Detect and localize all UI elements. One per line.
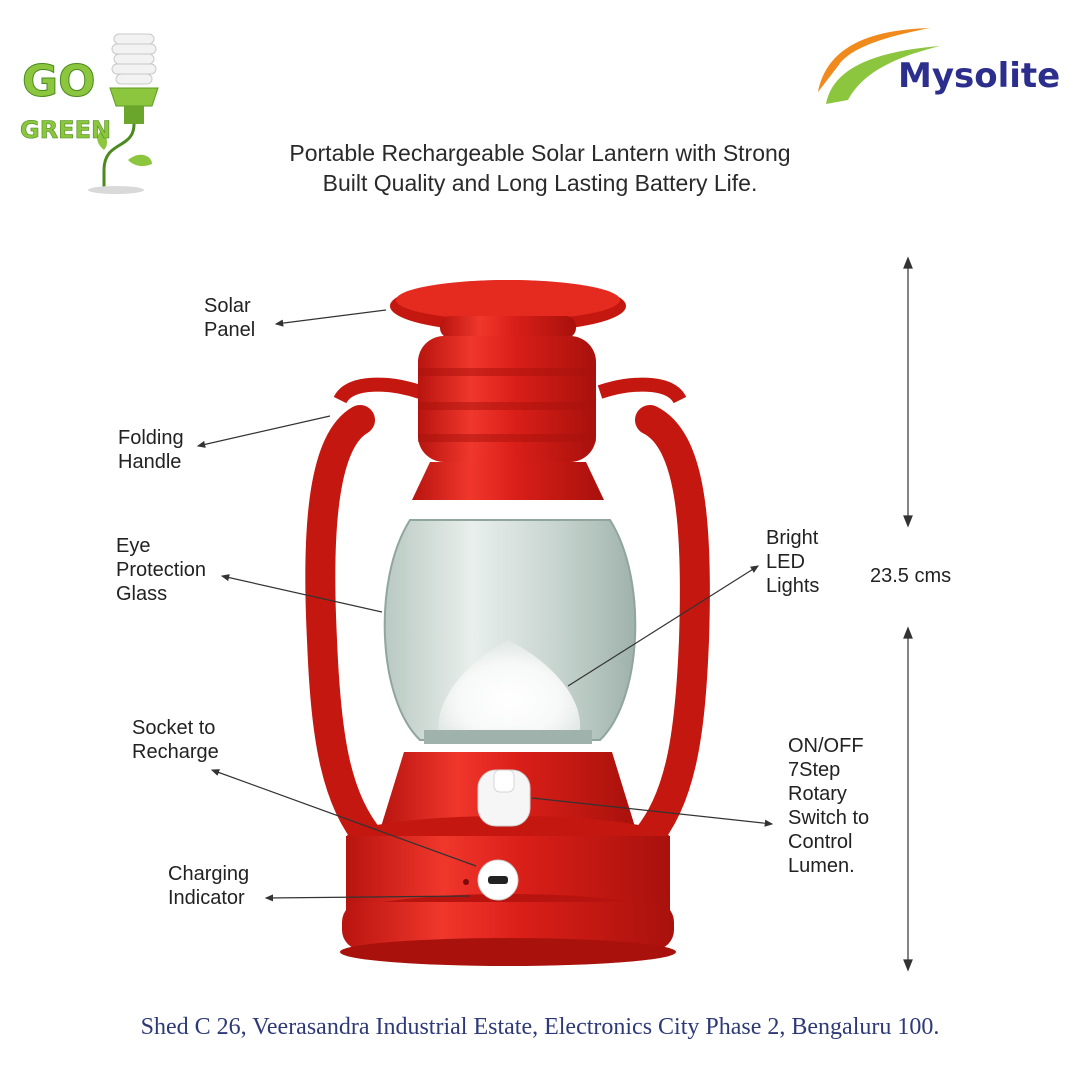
dimension-arrows [903, 256, 913, 972]
mysolite-swoosh-icon [818, 28, 940, 104]
dimension-height: 23.5 cms [870, 565, 952, 587]
label-folding-handle: Folding Handle [118, 427, 184, 473]
footer-address: Shed C 26, Veerasandra Industrial Estate… [140, 1014, 940, 1040]
leader-lines [196, 309, 774, 902]
label-bright-led-lights: Bright LED Lights [766, 527, 820, 597]
headline: Portable Rechargeable Solar Lantern with… [180, 138, 900, 198]
label-rotary-switch: ON/OFF 7Step Rotary Switch to Control Lu… [788, 735, 870, 877]
label-solar-panel: Solar Panel [204, 295, 256, 341]
label-eye-protection-glass: Eye Protection Glass [116, 535, 207, 605]
go-green-logo [88, 33, 159, 194]
green-text: GREEN [20, 116, 112, 145]
headline-line-1: Portable Rechargeable Solar Lantern with… [289, 140, 791, 166]
label-socket-to-recharge: Socket to Recharge [132, 717, 219, 763]
lantern-illustration [305, 280, 710, 966]
brand-name: Mysolite [898, 56, 1061, 96]
go-text: GO [22, 56, 97, 107]
headline-line-2: Built Quality and Long Lasting Battery L… [322, 170, 758, 196]
cfl-bulb-icon [88, 33, 159, 194]
label-charging-indicator: Charging Indicator [168, 863, 250, 909]
